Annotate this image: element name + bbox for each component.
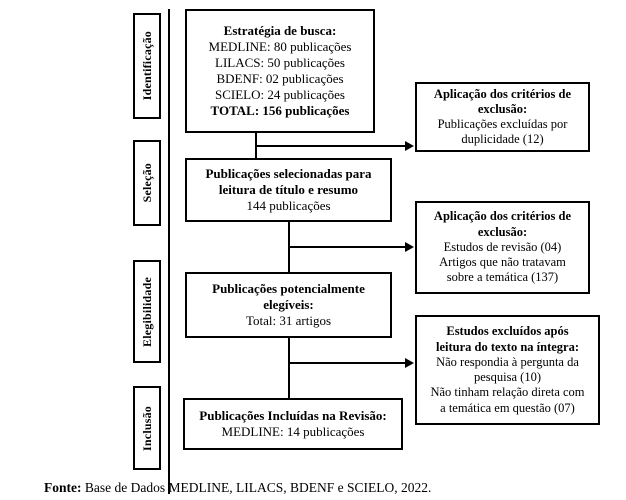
stage-label-identificacao: Identificação (133, 13, 161, 119)
box-line: exclusão: (477, 224, 528, 239)
box-line: Estratégia de busca: (223, 23, 337, 39)
box-line: Artigos que não tratavam (439, 255, 566, 270)
box-line: a temática em questão (07) (440, 400, 575, 415)
caption-lead: Fonte: (44, 480, 82, 495)
connector-left-spine (168, 9, 170, 494)
arrowhead-exclusao-1 (405, 141, 414, 151)
box-line: leitura de título e resumo (218, 182, 359, 198)
box-line: 144 publicações (246, 197, 331, 213)
stage-label-elegibilidade: Elegibilidade (133, 260, 161, 363)
box-line: BDENF: 02 publicações (216, 71, 344, 86)
box-line: sobre a temática (137) (446, 270, 559, 285)
box-estrategia-busca: Estratégia de busca: MEDLINE: 80 publica… (185, 9, 375, 133)
figure-caption: Fonte: Base de Dados MEDLINE, LILACS, BD… (44, 480, 431, 496)
box-exclusao-texto-integra: Estudos excluídos após leitura do texto … (415, 315, 600, 425)
box-line: Estudos excluídos após (446, 324, 569, 339)
arrowhead-exclusao-3 (405, 358, 414, 368)
stage-label-inclusao: Inclusão (133, 386, 161, 470)
connector-branch-to-exclusao-2 (288, 246, 407, 248)
box-line: Publicações selecionadas para (205, 166, 372, 182)
connector-box3-to-box4 (288, 338, 290, 398)
box-line: SCIELO: 24 publicações (215, 86, 345, 102)
box-line: MEDLINE: 80 publicações (208, 39, 352, 55)
box-line: Publicações Incluídas na Revisão: (199, 408, 387, 424)
box-publicacoes-elegiveis: Publicações potencialmente elegíveis: To… (185, 272, 392, 338)
box-line: leitura do texto na íntegra: (435, 339, 580, 354)
box-line: Aplicação dos critérios de (433, 209, 572, 224)
connector-branch-to-exclusao-3 (288, 362, 407, 364)
stage-label-text: Seleção (139, 163, 154, 203)
stage-label-selecao: Seleção (133, 140, 161, 226)
box-line: MEDLINE: 14 publicações (221, 424, 365, 439)
box-line: elegíveis: (263, 297, 314, 313)
box-line: Aplicação dos critérios de (433, 86, 572, 101)
box-line: pesquisa (10) (474, 370, 541, 384)
box-line: Total: 31 artigos (245, 312, 332, 328)
box-line: LILACS: 50 publicações (215, 55, 345, 71)
box-publicacoes-selecionadas: Publicações selecionadas para leitura de… (185, 158, 392, 222)
box-line: duplicidade (12) (461, 132, 544, 147)
box-line: Não tinham relação direta com (430, 385, 585, 400)
box-exclusao-duplicidade: Aplicação dos critérios de exclusão: Pub… (415, 82, 590, 152)
box-line: Publicações excluídas por (437, 117, 568, 131)
box-line: exclusão: (477, 101, 528, 116)
caption-text: Base de Dados MEDLINE, LILACS, BDENF e S… (81, 480, 432, 495)
stage-label-text: Inclusão (139, 405, 154, 451)
stage-label-text: Identificação (139, 31, 154, 101)
box-line: Não respondia à pergunta da (436, 354, 579, 369)
arrowhead-exclusao-2 (405, 242, 414, 252)
box-publicacoes-incluidas: Publicações Incluídas na Revisão: MEDLIN… (183, 398, 403, 450)
stage-label-text: Elegibilidade (139, 276, 154, 347)
box-line: Estudos de revisão (04) (443, 239, 562, 254)
box-exclusao-criterios: Aplicação dos critérios de exclusão: Est… (415, 201, 590, 294)
connector-branch-to-exclusao-1 (255, 145, 407, 147)
box-line: TOTAL: 156 publicações (210, 102, 350, 118)
box-line: Publicações potencialmente (212, 281, 365, 297)
